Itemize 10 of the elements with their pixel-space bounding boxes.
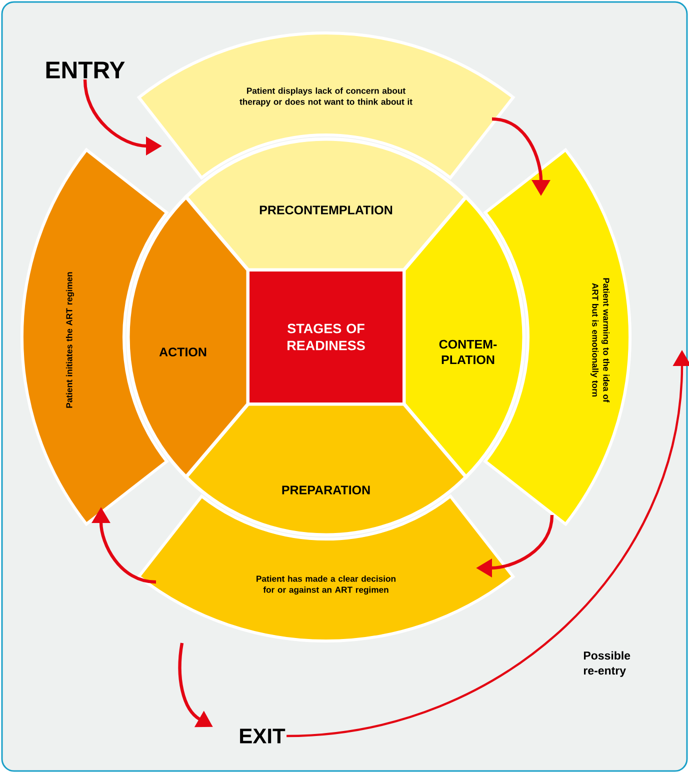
ring-segment: Patient displays lack of concern about therapy or does not want to think about it [137,31,515,180]
center-square: STAGES OF READINESS [246,268,406,406]
ring-segment: ACTION [126,195,250,479]
ring-segment: PREPARATION [184,402,468,537]
stage-label: EXIT [240,728,286,744]
ring-segment: CONTEM- PLATION [402,195,526,479]
ring-segment: PRECONTEMPLATION [184,137,468,272]
ring-segment: Patient has made a clear decision for or against an ART regimen [137,494,515,643]
stage-label: ENTRY [46,62,125,78]
edge-label: Possible re-entry [584,651,630,677]
